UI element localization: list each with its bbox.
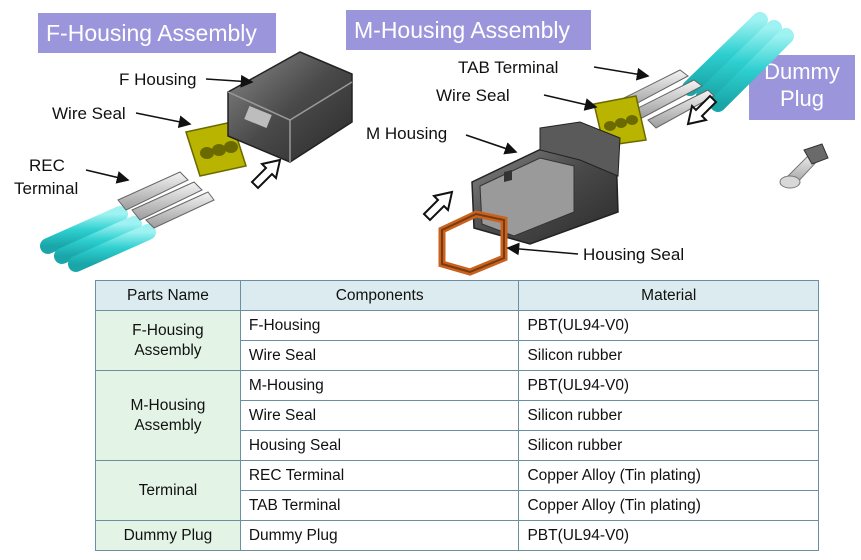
component-cell: F-Housing xyxy=(239,310,520,341)
wire-seal-right-label: Wire Seal xyxy=(436,86,510,105)
material-cell: PBT(UL94-V0) xyxy=(518,520,819,551)
table-row: M-Housing Assembly M-Housing PBT(UL94-V0… xyxy=(95,370,819,461)
component-cell: M-Housing xyxy=(239,370,520,401)
left-insert-arrow xyxy=(250,158,282,190)
rec-terminals xyxy=(117,171,215,229)
parts-table: Parts Name Components Material F-Housing… xyxy=(95,280,819,551)
rec-terminal-label-line1: REC xyxy=(29,156,65,175)
table-row: F-Housing Assembly F-Housing PBT(UL94-V0… xyxy=(95,310,819,371)
component-cell: TAB Terminal xyxy=(239,490,520,521)
material-cell: Copper Alloy (Tin plating) xyxy=(518,490,819,521)
header-components: Components xyxy=(239,280,520,311)
material-cell: PBT(UL94-V0) xyxy=(518,370,819,401)
component-cell: Housing Seal xyxy=(239,430,520,461)
material-cell: Silicon rubber xyxy=(518,340,819,371)
callout-leaders xyxy=(85,66,650,256)
group-m-housing-assembly: M-Housing Assembly xyxy=(95,370,241,461)
housing-seal-insert-arrow xyxy=(422,190,454,222)
header-parts-name: Parts Name xyxy=(95,280,241,311)
material-cell: Silicon rubber xyxy=(518,430,819,461)
f-housing-assembly-banner: F-Housing Assembly xyxy=(38,13,276,53)
table-row: Wire Seal Silicon rubber xyxy=(96,340,819,371)
table-row: Terminal REC Terminal Copper Alloy (Tin … xyxy=(95,460,819,521)
material-cell: PBT(UL94-V0) xyxy=(518,310,819,341)
component-cell: Dummy Plug xyxy=(239,520,520,551)
material-cell: Copper Alloy (Tin plating) xyxy=(518,460,819,491)
header-material: Material xyxy=(518,280,819,311)
table-row: Dummy Plug Dummy Plug PBT(UL94-V0) xyxy=(95,520,819,551)
m-housing-label: M Housing xyxy=(366,124,448,143)
component-cell: Wire Seal xyxy=(239,400,520,431)
table-header-row: Parts Name Components Material xyxy=(95,280,819,311)
group-terminal: Terminal xyxy=(95,460,241,521)
housing-seal xyxy=(438,210,508,276)
connector-exploded-view xyxy=(40,12,829,276)
wire-seal-left-label: Wire Seal xyxy=(52,104,126,123)
f-housing xyxy=(227,51,353,163)
group-dummy-plug: Dummy Plug xyxy=(95,520,241,551)
tab-terminal-label: TAB Terminal xyxy=(458,58,559,77)
group-f-housing-assembly: F-Housing Assembly xyxy=(95,310,241,371)
f-housing-label: F Housing xyxy=(119,70,197,89)
rec-terminal-label-line2: Terminal xyxy=(14,179,79,198)
material-cell: Silicon rubber xyxy=(518,400,819,431)
dummy-plug xyxy=(779,143,829,189)
right-wires xyxy=(682,12,794,112)
m-housing-assembly-banner: M-Housing Assembly xyxy=(346,10,591,50)
right-insert-arrow xyxy=(686,94,718,126)
m-housing xyxy=(471,121,621,245)
table-row: Wire Seal Silicon rubber xyxy=(96,400,819,431)
component-cell: REC Terminal xyxy=(239,460,520,491)
table-row: TAB Terminal Copper Alloy (Tin plating) xyxy=(96,490,819,521)
housing-seal-label: Housing Seal xyxy=(583,245,685,264)
left-wires xyxy=(40,206,156,272)
component-cell: Wire Seal xyxy=(239,340,520,371)
